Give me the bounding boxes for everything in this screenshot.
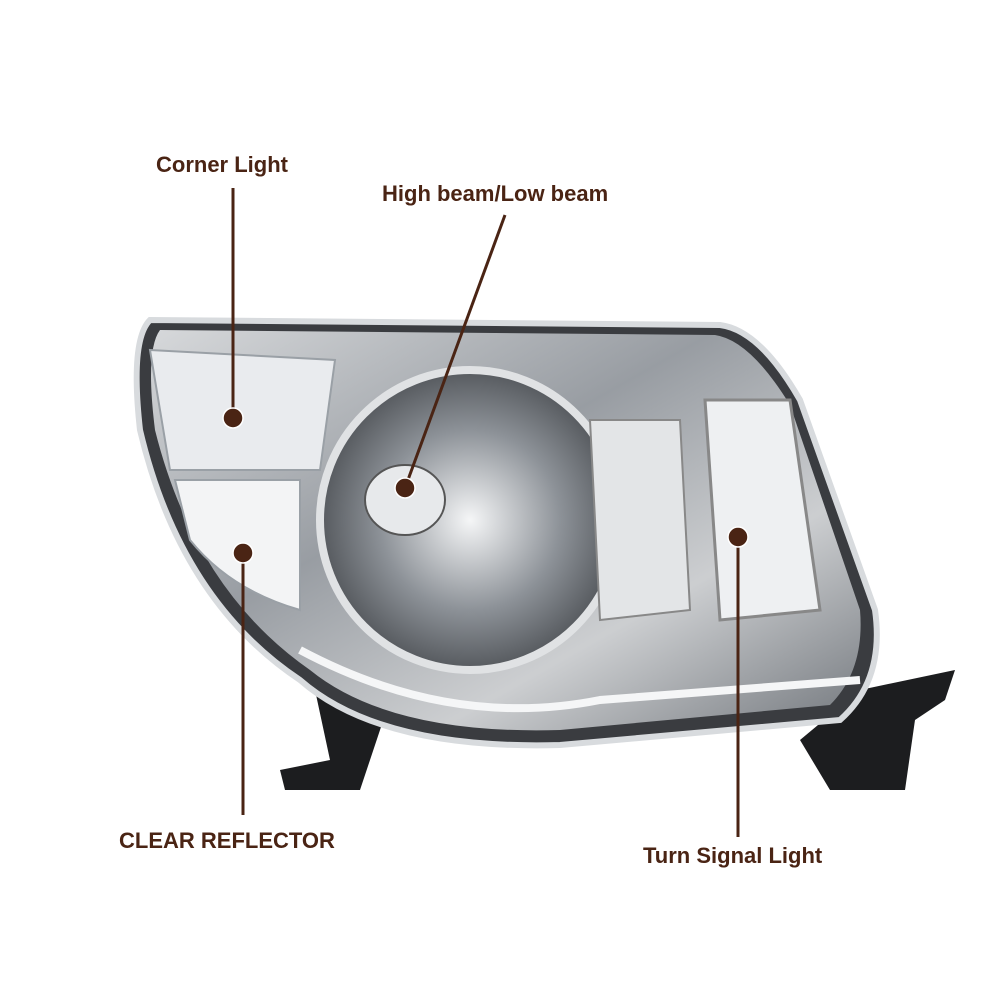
corner-light-lens <box>148 348 337 471</box>
high-low-beam-label: High beam/Low beam <box>382 181 609 206</box>
turn-signal-marker <box>727 526 749 548</box>
mount-bracket-right <box>800 670 955 790</box>
beam-reflector <box>316 366 624 674</box>
turn-signal-lens <box>703 398 822 622</box>
turn-signal-label: Turn Signal Light <box>643 843 823 868</box>
corner-light-marker <box>222 407 244 429</box>
high-beam-marker <box>394 477 416 499</box>
clear-reflector-label: CLEAR REFLECTOR <box>119 828 335 853</box>
clear-reflector-marker <box>232 542 254 564</box>
high-beam-leader <box>403 214 507 489</box>
corner-light-label: Corner Light <box>156 152 288 177</box>
